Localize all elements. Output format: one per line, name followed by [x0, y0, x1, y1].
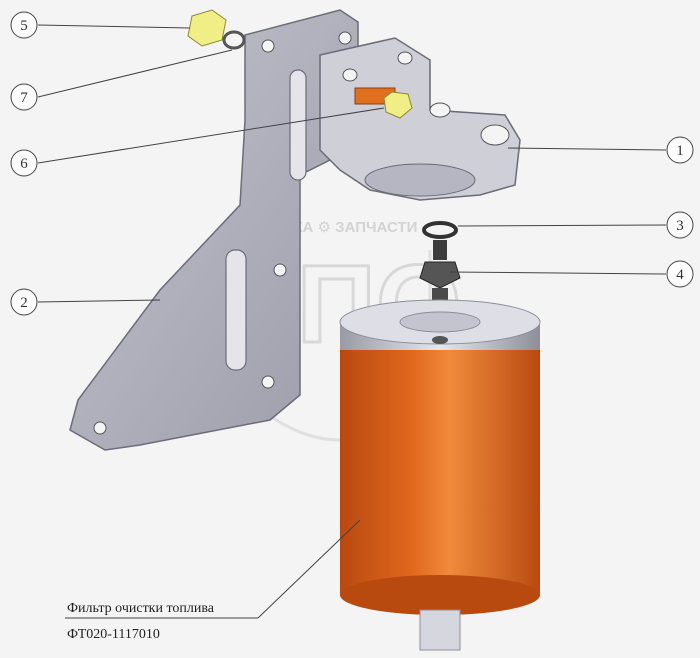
leader-line-6: [37, 107, 385, 164]
callout-4: 4: [666, 260, 694, 288]
bracket-hole: [273, 263, 287, 277]
bracket-hole: [338, 31, 352, 45]
bracket-hole: [261, 39, 275, 53]
washer-ring: [222, 30, 246, 50]
callout-2: 2: [10, 288, 38, 316]
callout-5: 5: [10, 11, 38, 39]
bolt-head: [383, 91, 413, 119]
bracket-slot-lower: [225, 249, 247, 371]
leader-line-3: [457, 224, 667, 227]
nut-hex: [187, 9, 227, 47]
leader-line-1: [507, 147, 667, 151]
callout-number: 3: [676, 218, 684, 234]
filter-drain: [419, 609, 461, 651]
filter-head-port: [429, 102, 451, 118]
leader-lines: [37, 24, 667, 619]
leader-line-2: [37, 299, 161, 303]
filter-head-hole: [342, 68, 358, 82]
filter-bottom: [340, 575, 540, 615]
callout-number: 5: [20, 18, 28, 34]
filter-head-port: [480, 124, 510, 146]
leader-line-5: [37, 24, 191, 29]
filter-top-ring: [399, 311, 481, 333]
fitting-thread: [433, 240, 447, 260]
leader-line-caption: [257, 519, 361, 619]
fitting-hex: [419, 261, 461, 289]
filter-body: [340, 330, 540, 595]
filter-cartridge: [339, 299, 541, 651]
washer: [222, 30, 246, 50]
callout-6: 6: [10, 149, 38, 177]
callout-number: 6: [20, 156, 28, 172]
callout-3: 3: [666, 211, 694, 239]
callout-number: 2: [20, 295, 28, 311]
fitting: [419, 240, 461, 308]
filter-head-hole: [397, 51, 413, 65]
filter-head-base: [364, 163, 476, 197]
filter-head: [319, 37, 521, 201]
caption-part-number: ФТ020-1117010: [67, 627, 160, 642]
seal-ring-shape: [422, 221, 458, 239]
callout-number: 1: [676, 143, 684, 159]
callout-number: 7: [20, 90, 28, 106]
leader-line-7: [37, 49, 233, 98]
leader-line-4: [449, 271, 667, 275]
seal-ring: [422, 221, 458, 239]
bolt: [354, 87, 413, 119]
caption-title: Фильтр очистки топлива: [67, 601, 215, 616]
callout-7: 7: [10, 83, 38, 111]
nut: [187, 9, 227, 47]
filter-center-port: [432, 336, 448, 344]
callout-1: 1: [666, 136, 694, 164]
bracket-hole: [261, 375, 275, 389]
bracket: [69, 9, 359, 451]
bracket-slot-upper: [289, 69, 307, 181]
callout-number: 4: [676, 267, 684, 283]
filter-head-body: [319, 37, 521, 201]
bracket-hole: [93, 421, 107, 435]
